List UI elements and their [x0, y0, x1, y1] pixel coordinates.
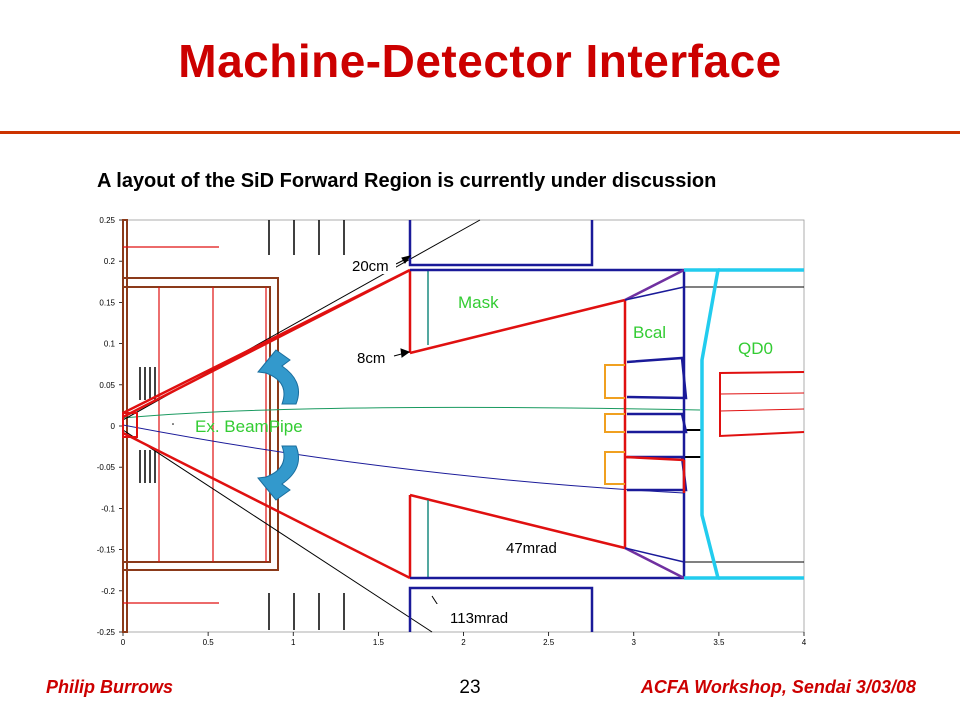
y-tick-label: 0.05	[99, 381, 115, 390]
title-divider	[0, 131, 960, 134]
y-tick-label: 0.15	[99, 298, 115, 307]
x-tick-label: 2.5	[543, 638, 555, 647]
navy-housing	[408, 220, 688, 632]
qd0	[684, 268, 805, 580]
qd0-label: QD0	[738, 339, 773, 358]
axis-ticks: 0 0.5 1 1.5 2 2.5 3 3.5 4 0.25 0.2 0.15 0.1 0.05 0 -0.0…	[97, 216, 807, 647]
bcal	[604, 268, 686, 580]
y-tick-label: -0.05	[97, 463, 116, 472]
page-number: 23	[459, 677, 481, 698]
y-tick-label: 0.1	[104, 340, 116, 349]
mask-label: Mask	[458, 293, 499, 312]
x-tick-label: 4	[802, 638, 807, 647]
angle-113mrad-label: 113mrad	[450, 610, 508, 627]
beampipe-label: Ex. BeamPipe	[195, 417, 303, 436]
slide-title: Machine-Detector Interface	[178, 35, 782, 87]
x-tick-label: 3.5	[713, 638, 725, 647]
slide-subtitle: A layout of the SiD Forward Region is cu…	[97, 170, 717, 192]
x-tick-label: 0	[121, 638, 126, 647]
y-tick-label: -0.15	[97, 546, 116, 555]
footer-event: ACFA Workshop, Sendai 3/03/08	[640, 677, 916, 697]
x-tick-label: 2	[461, 638, 466, 647]
x-tick-label: 1	[291, 638, 296, 647]
inner-black-ticks	[139, 220, 345, 630]
inner-red-ticks	[123, 246, 267, 604]
x-tick-label: 3	[632, 638, 637, 647]
x-tick-label: 1.5	[373, 638, 385, 647]
y-tick-label: -0.25	[97, 628, 116, 637]
mask-cone	[122, 268, 626, 580]
footer-author: Philip Burrows	[46, 677, 174, 697]
radius-20cm-label: 20cm	[352, 258, 389, 275]
y-tick-label: 0.2	[104, 257, 116, 266]
y-tick-label: -0.1	[101, 504, 115, 513]
beampipe-arrows	[257, 349, 299, 501]
radius-8cm-label: 8cm	[357, 350, 385, 367]
x-tick-label: 0.5	[203, 638, 215, 647]
angle-47mrad-label: 47mrad	[506, 540, 557, 557]
y-tick-label: 0.25	[99, 216, 115, 225]
bcal-label: Bcal	[633, 323, 666, 342]
y-tick-label: -0.2	[101, 587, 115, 596]
y-tick-label: 0	[111, 422, 116, 431]
annotation-arrows	[393, 255, 442, 611]
